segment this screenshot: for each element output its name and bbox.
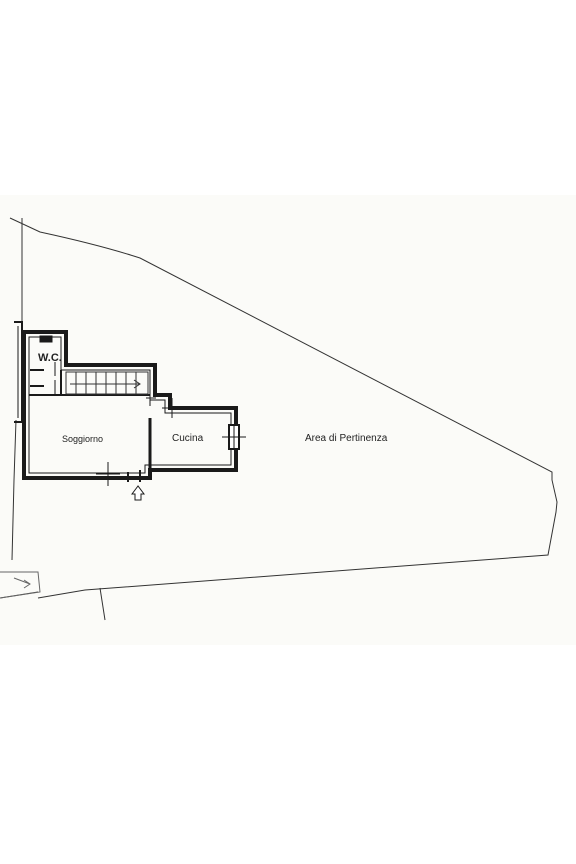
window-crosshair: [222, 425, 246, 449]
label-area-di-pertinenza: Area di Pertinenza: [305, 433, 388, 444]
boundary-stub-line: [99, 587, 106, 621]
boundary-line: [9, 217, 558, 599]
stair-wall: [60, 370, 150, 396]
ramp-arrow: [13, 577, 31, 589]
door-gap-marker: [96, 462, 120, 486]
staircase-icon: [65, 371, 149, 395]
label-soggiorno: Soggiorno: [62, 434, 103, 444]
stair-arrow: [70, 379, 141, 389]
door-crosshair-1: [162, 398, 182, 418]
openings: [96, 390, 246, 486]
ramp-outline: [0, 571, 41, 599]
label-cucina: Cucina: [172, 433, 204, 444]
wc-fixtures: [30, 335, 56, 394]
stair-outline: [65, 371, 149, 395]
entrance-door: [127, 470, 141, 482]
entrance-arrow-icon: [131, 485, 145, 501]
label-wc: W.C.: [38, 352, 62, 364]
boundary-left-edge: [11, 419, 17, 561]
wc-vent: [39, 335, 53, 343]
paper-sheet: [0, 195, 576, 645]
stair-post: [146, 390, 156, 406]
ramp-hatch: [0, 571, 41, 599]
stair-treads: [75, 372, 137, 394]
